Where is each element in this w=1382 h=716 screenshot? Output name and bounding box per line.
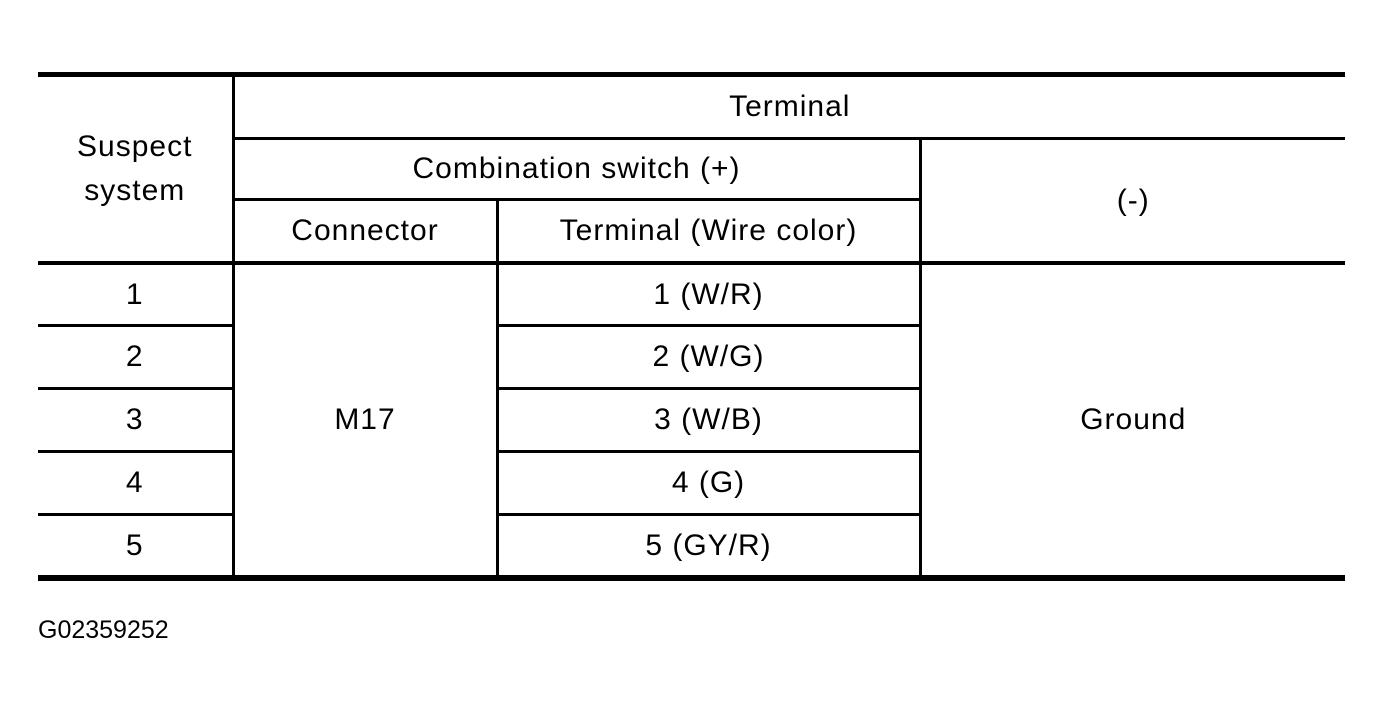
header-row-combination: Combination switch (+) (-) (38, 137, 1346, 265)
cell-suspect-system: 2 (38, 324, 235, 390)
cell-suspect-system: 5 (38, 513, 235, 579)
header-terminal: Terminal (231, 73, 1346, 140)
header-terminal-wire-color: Terminal (Wire color) (495, 198, 922, 265)
cell-terminal-wire: 4 (G) (495, 450, 922, 516)
cell-terminal-wire: 2 (W/G) (495, 324, 922, 390)
cell-terminal-wire: 1 (W/R) (495, 261, 922, 327)
header-minus: (-) (918, 137, 1346, 265)
header-row-sub: Connector Terminal (Wire color) (38, 198, 1345, 265)
table-row: 4 4 (G) (38, 450, 1345, 516)
cell-suspect-system: 4 (38, 450, 235, 516)
cell-suspect-system: 1 (38, 261, 235, 327)
table-row: 2 2 (W/G) (38, 324, 1345, 390)
cell-terminal-wire: 5 (GY/R) (495, 513, 922, 579)
figure-id: G02359252 (38, 616, 169, 644)
table-row: 5 5 (GY/R) (38, 513, 1345, 579)
table-row: 1 M17 1 (W/R) Ground (38, 261, 1346, 579)
table-row: 3 3 (W/B) (38, 387, 1345, 453)
cell-ground: Ground (918, 261, 1346, 579)
terminal-spec-table: Suspect system Terminal Combination swit… (38, 72, 1346, 581)
header-combination-switch: Combination switch (+) (231, 137, 922, 201)
cell-suspect-system: 3 (38, 387, 235, 453)
cell-connector: M17 (231, 261, 499, 579)
header-row-terminal: Suspect system Terminal (38, 73, 1346, 265)
header-suspect-system: Suspect system (38, 73, 235, 265)
header-connector: Connector (231, 198, 499, 265)
cell-terminal-wire: 3 (W/B) (495, 387, 922, 453)
